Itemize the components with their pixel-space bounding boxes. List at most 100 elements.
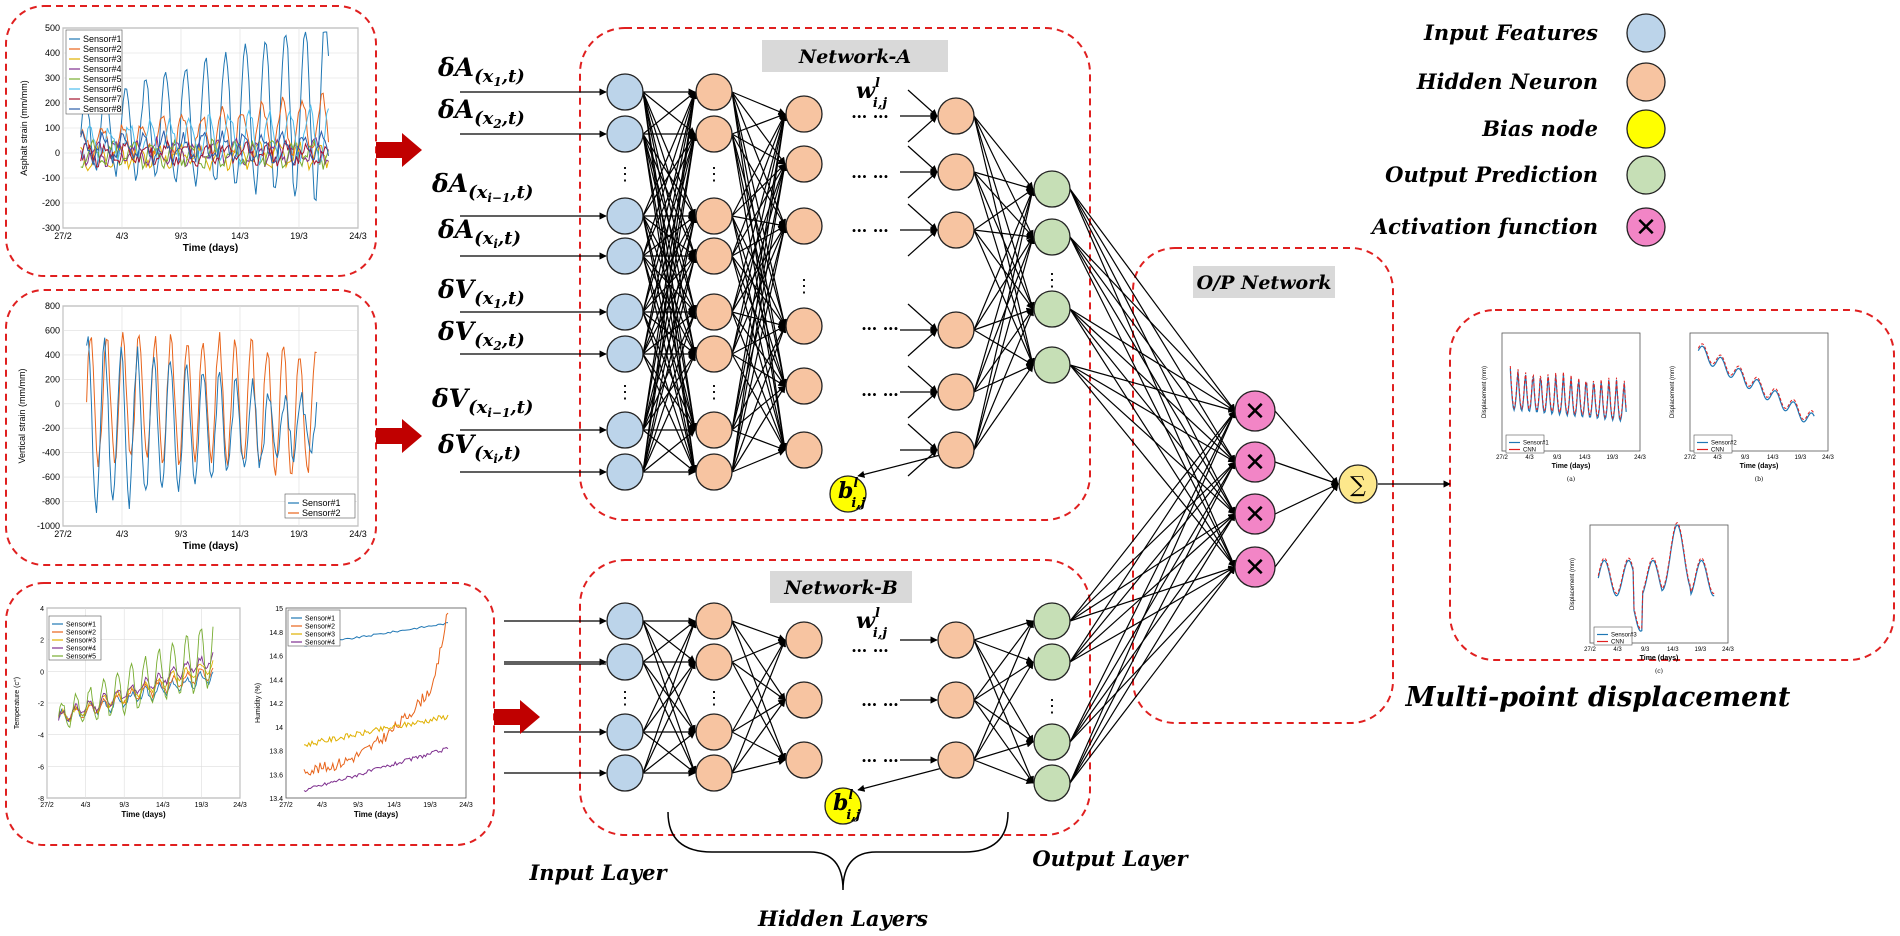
output-neuron [1033,602,1071,640]
connection-edge [731,620,786,642]
legend-label: Sensor#3 [66,637,96,644]
connection-edge [642,215,696,257]
connection-edge [1274,461,1339,486]
connection-edge [1069,236,1236,568]
connection-edge [731,639,786,663]
connection-edge [973,620,1034,761]
hidden-neuron [937,431,975,469]
connection-edge [731,620,786,701]
x-tick-label: 24/3 [1822,455,1834,461]
x-axis-label: Time (days) [121,810,166,819]
connection-edge [1069,566,1236,784]
y-tick-label: 13.8 [269,749,283,756]
input-variable-label: δV(xi,t) [437,430,521,466]
hidden-neuron [785,621,823,659]
y-axis-label: Displacement (mm) [1482,366,1488,418]
connection-edge [973,171,1034,310]
connection-edge [1069,513,1236,784]
connection-edge [1069,513,1236,622]
legend-label: Sensor#1 [83,34,122,44]
data-series-line [1509,365,1627,421]
connection-edge [731,639,786,733]
connection-edge [907,171,938,199]
legend-label: Sensor#2 [1711,441,1737,447]
input-variable-label: δA(xi−1,t) [431,169,533,205]
x-tick-label: 14/3 [231,231,249,241]
x-tick-label: 27/2 [1496,455,1508,461]
connection-edge [731,163,786,257]
connection-edge [1069,410,1236,663]
connection-edge [973,620,1034,701]
y-tick-label: 13.6 [269,772,283,779]
connection-edge [973,740,1034,761]
x-tick-label: 27/2 [54,231,72,241]
x-axis-label: Time (days) [1640,655,1679,662]
connection-edge [1069,308,1236,412]
legend-label: Sensor#4 [66,645,96,652]
x-tick-label: 19/3 [195,802,209,809]
data-series-line [80,92,329,160]
connection-edge [731,163,787,313]
output-neuron [1033,723,1071,761]
x-tick-label: 19/3 [1795,455,1807,461]
connection-edge [973,661,1034,701]
connection-edge [642,91,696,217]
connection-edge [642,353,696,473]
hidden-neuron [937,681,975,719]
y-tick-label: 200 [45,98,60,108]
data-series-line [1697,343,1815,421]
connection-edge [907,365,938,393]
legend-bias-node-icon [1626,109,1666,149]
data-series-line [58,652,214,722]
network-b-title: Network-B [783,577,898,599]
vertical-ellipsis: ⋮ [795,276,813,297]
hidden-neuron [937,373,975,411]
connection-edge [642,215,697,431]
output-neuron [1033,290,1071,328]
output-neuron [1033,218,1071,256]
chart-legend [65,29,123,115]
y-tick-label: -200 [42,423,60,433]
connection-edge [731,449,786,473]
connection-edge [973,236,1034,331]
connection-edge [1069,513,1236,663]
y-tick-label: 0 [55,148,60,158]
x-tick-label: 14/3 [1767,455,1779,461]
x-tick-label: 4/3 [1713,455,1722,461]
activation-function-node [1234,546,1276,588]
x-tick-label: 19/3 [423,802,437,809]
x-tick-label: 4/3 [1613,647,1622,653]
network-b-box [579,559,1091,836]
connection-edge [973,188,1034,231]
horizontal-ellipsis: … … [851,163,889,182]
data-series-line [86,336,318,513]
vertical-ellipsis: ⋮ [616,382,634,403]
x-tick-label: 24/3 [349,231,367,241]
connection-edge [731,91,786,115]
vertical-ellipsis: ⋮ [616,164,634,185]
x-tick-label: 24/3 [459,802,473,809]
input-neuron [606,73,644,111]
legend-label: Sensor#3 [83,54,122,64]
bias-node [824,787,862,825]
x-tick-label: 9/3 [119,802,129,809]
legend-label: Sensor#3 [1611,633,1637,639]
y-tick-label: 14.6 [269,654,283,661]
data-series-line [80,129,329,167]
connection-edge [1069,410,1236,784]
input-neuron [606,237,644,275]
data-series-line [80,31,329,202]
legend-label: CNN [1711,448,1724,454]
output-neuron [1033,643,1071,681]
legend-hidden-neuron-icon [1626,62,1666,102]
x-axis-label: Time (days) [1552,463,1591,470]
y-tick-label: -1000 [37,521,60,531]
x-tick-label: 4/3 [317,802,327,809]
connection-edge [973,236,1035,451]
x-tick-label: 14/3 [156,802,170,809]
data-series-line [80,138,329,171]
y-tick-label: 14.4 [269,677,283,684]
input-neuron [606,713,644,751]
